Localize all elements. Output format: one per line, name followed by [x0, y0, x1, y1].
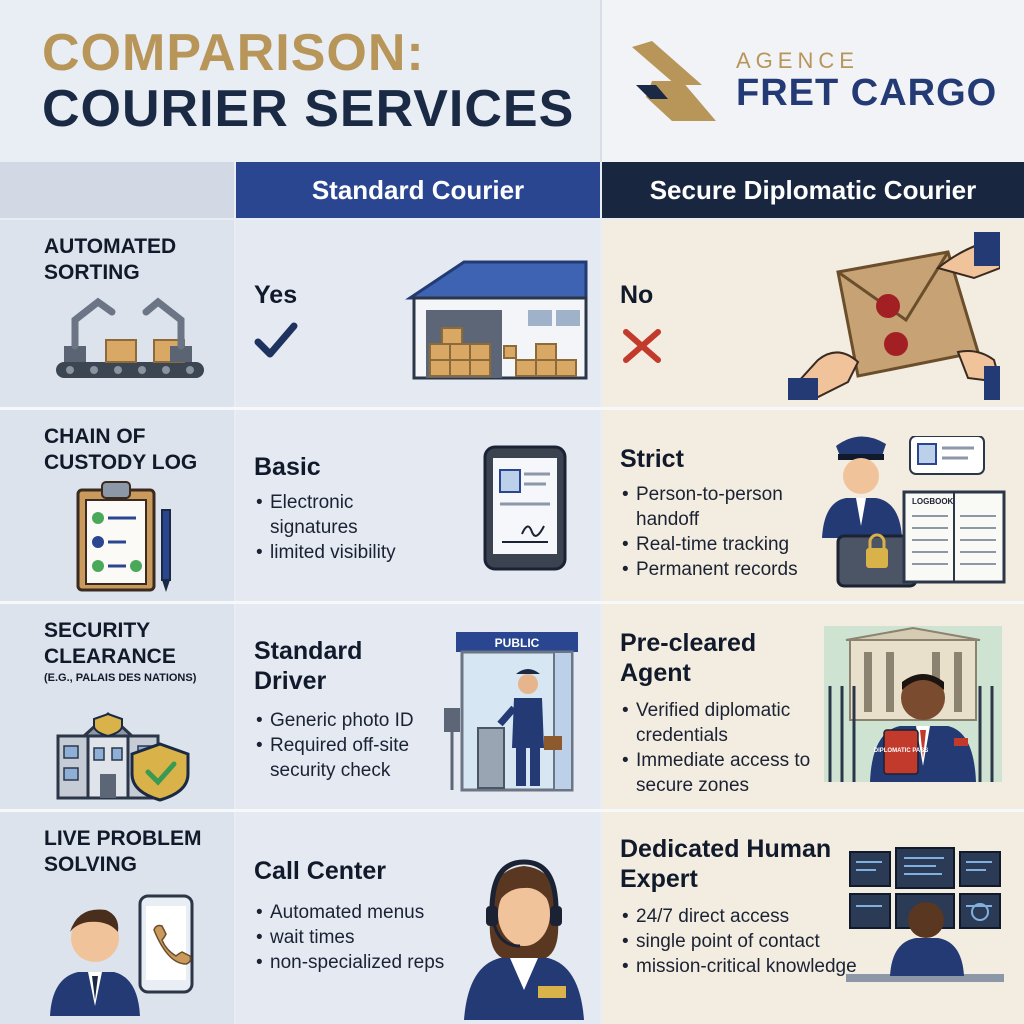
secure-bullets: Verified diplomatic credentials Immediat… [612, 698, 836, 798]
public-sign-text: PUBLIC [495, 636, 540, 650]
diplomatic-pass-text: DIPLOMATIC PASS [874, 748, 928, 754]
list-item: Person-to-person handoff [622, 482, 846, 532]
column-header-blank [0, 162, 234, 218]
warehouse-icon [405, 260, 588, 380]
call-center-agent-icon [464, 859, 584, 1020]
standard-cell: Basic Electronic signatures limited visi… [236, 410, 600, 602]
standard-cell: Call Center Automated menus wait times n… [236, 812, 600, 1024]
row-divider [0, 407, 1024, 410]
list-item: Immediate access to secure zones [622, 748, 836, 798]
row-label-cell: CHAIN OF CUSTODY LOG [0, 410, 234, 602]
title-line-2: COURIER SERVICES [42, 80, 575, 138]
secure-bullets: Person-to-person handoff Real-time track… [612, 482, 846, 582]
secure-cell: Strict Person-to-person handoff Real-tim… [602, 410, 1024, 602]
public-checkpoint-booth-icon: PUBLIC [444, 632, 578, 792]
secure-value-title: Dedicated Human Expert [620, 835, 832, 893]
logbook-icon: LOGBOOK [902, 436, 1006, 584]
list-item: mission-critical knowledge [622, 954, 870, 979]
row-automated-sorting: AUTOMATED SORTING Yes [0, 220, 1024, 408]
column-header-secure: Secure Diplomatic Courier [602, 162, 1024, 218]
logbook-label: LOGBOOK [912, 497, 954, 506]
secure-value-title: Strict [620, 445, 684, 473]
secure-cell: No [602, 220, 1024, 408]
list-item: non-specialized reps [256, 950, 470, 975]
row-label-cell: AUTOMATED SORTING [0, 220, 234, 408]
row-chain-of-custody: CHAIN OF CUSTODY LOG Basic Electronic si… [0, 410, 1024, 602]
logo: AGENCE FRET CARGO [600, 0, 1024, 162]
secure-cell: Dedicated Human Expert 24/7 direct acces… [602, 812, 1024, 1024]
row-label-cell: SECURITY CLEARANCE (e.g., PALAIS DES NAT… [0, 604, 234, 810]
row-label-sub: (e.g., PALAIS DES NATIONS) [44, 672, 197, 684]
logo-name-text: FRET CARGO [736, 71, 998, 114]
secure-value-title: Pre-cleared Agent [620, 629, 757, 687]
list-item: Verified diplomatic credentials [622, 698, 836, 748]
logo-mark-icon [632, 41, 716, 121]
list-item: Permanent records [622, 557, 846, 582]
secure-bullets: 24/7 direct access single point of conta… [612, 904, 870, 979]
cross-icon [623, 329, 661, 363]
logo-agence-text: AGENCE [736, 47, 859, 73]
header: COMPARISON: COURIER SERVICES AGENCE FRET… [0, 0, 1024, 162]
row-divider [0, 601, 1024, 604]
secure-cell: Pre-cleared Agent Verified diplomatic cr… [602, 604, 1024, 810]
clipboard-checklist-icon [76, 481, 171, 592]
row-label: AUTOMATED SORTING [44, 235, 177, 284]
list-item: Required off-site security check [256, 733, 460, 783]
standard-bullets: Automated menus wait times non-specializ… [246, 900, 470, 975]
row-live-problem-solving: LIVE PROBLEM SOLVING Call Center Automat… [0, 812, 1024, 1024]
sealed-envelope-hands-icon [788, 232, 1000, 400]
row-security-clearance: SECURITY CLEARANCE (e.g., PALAIS DES NAT… [0, 604, 1024, 810]
list-item: Generic photo ID [256, 708, 460, 733]
list-item: Automated menus [256, 900, 470, 925]
secure-building-icon [56, 711, 190, 802]
standard-cell: Standard Driver Generic photo ID Require… [236, 604, 600, 810]
list-item: single point of contact [622, 929, 870, 954]
tablet-signature-icon [483, 445, 567, 571]
list-item: wait times [256, 925, 470, 950]
row-label: SECURITY CLEARANCE (e.g., PALAIS DES NAT… [44, 618, 234, 686]
robot-arm-conveyor-icon [56, 297, 204, 378]
checkmark-icon [254, 322, 298, 358]
secure-value-title: No [620, 281, 654, 309]
list-item: limited visibility [256, 540, 440, 565]
row-label: CHAIN OF CUSTODY LOG [44, 425, 198, 474]
standard-value-title: Standard Driver [254, 637, 363, 695]
expert-at-monitors-icon [846, 847, 1004, 982]
person-with-phone-icon [50, 894, 194, 1016]
officer-with-locked-case-icon [822, 436, 918, 588]
list-item: Real-time tracking [622, 532, 846, 557]
standard-value-title: Call Center [254, 857, 386, 885]
standard-cell: Yes [236, 220, 600, 408]
row-label-text: SECURITY CLEARANCE [44, 619, 176, 668]
diplomatic-agent-gate-icon: DIPLOMATIC PASS [824, 626, 1002, 782]
list-item: Electronic signatures [256, 490, 440, 540]
standard-bullets: Electronic signatures limited visibility [246, 490, 440, 565]
list-item: 24/7 direct access [622, 904, 870, 929]
standard-value-title: Basic [254, 453, 321, 481]
standard-value-title: Yes [254, 281, 298, 309]
title-line-1: COMPARISON: [42, 24, 425, 82]
standard-bullets: Generic photo ID Required off-site secur… [246, 708, 460, 783]
title-block: COMPARISON: COURIER SERVICES [0, 0, 600, 162]
row-divider [0, 809, 1024, 812]
column-header-standard: Standard Courier [236, 162, 600, 218]
row-label: LIVE PROBLEM SOLVING [44, 827, 202, 876]
row-label-cell: LIVE PROBLEM SOLVING [0, 812, 234, 1024]
